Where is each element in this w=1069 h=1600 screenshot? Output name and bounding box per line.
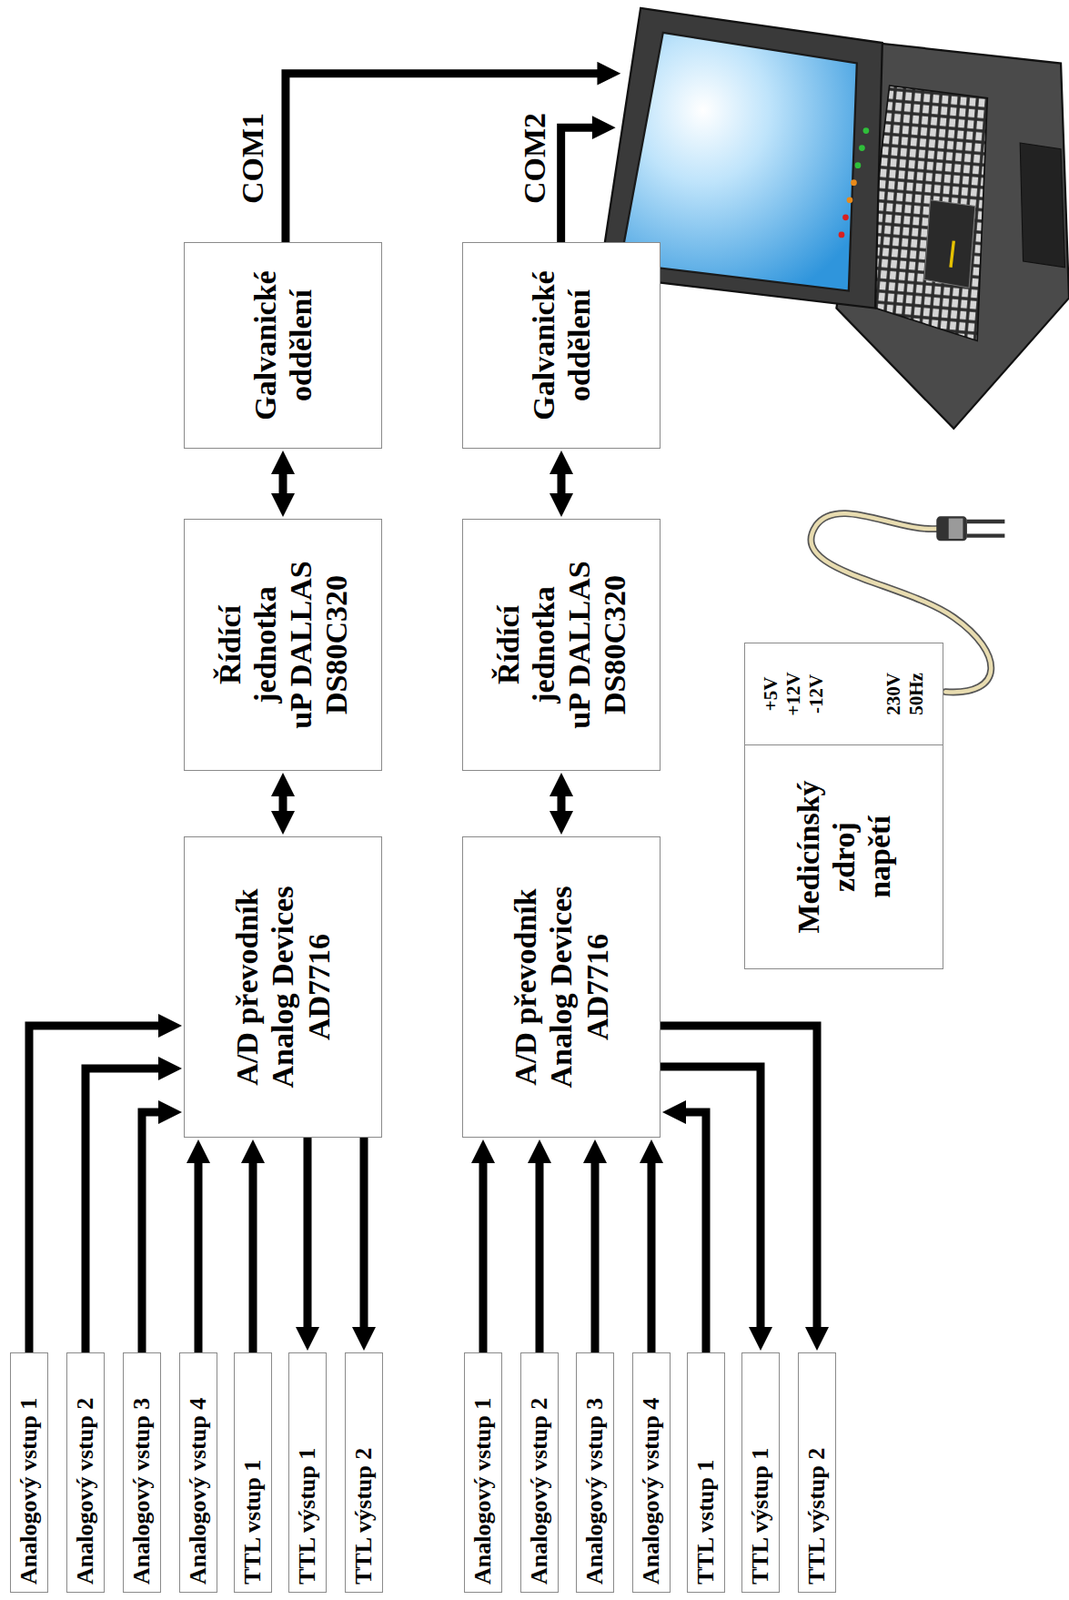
box-text: 230V 50Hz <box>882 672 928 716</box>
io-label: Analogový vstup 1 <box>10 1351 49 1593</box>
floppy-slot <box>1019 142 1065 268</box>
com-line <box>285 73 609 256</box>
converter-box: A/D převodník Analog Devices AD7716 <box>462 836 661 1138</box>
io-label: TTL vstup 1 <box>686 1351 726 1593</box>
connector-arrow <box>647 1150 656 1352</box>
signal-text: Analogový vstup 1 <box>469 1397 497 1584</box>
converter-box: A/D převodník Analog Devices AD7716 <box>183 836 383 1138</box>
io-label: Analogový vstup 4 <box>632 1351 671 1593</box>
status-led <box>863 127 870 134</box>
status-led <box>855 161 862 169</box>
connector-arrow <box>279 784 288 823</box>
voltage-cell: +5V +12V -12V 230V 50Hz <box>744 642 944 746</box>
signal-text: Analogový vstup 4 <box>184 1397 212 1584</box>
signal-text: TTL vstup 1 <box>692 1459 720 1584</box>
box-text: Galvanické oddělení <box>525 270 597 420</box>
touchpad-led <box>950 241 954 268</box>
signal-text: TTL vstup 1 <box>239 1459 267 1584</box>
connector-arrow <box>141 1111 171 1352</box>
isolation-box: Galvanické oddělení <box>462 242 661 449</box>
io-label: TTL výstup 1 <box>741 1351 780 1593</box>
laptop-illustration <box>599 8 1069 429</box>
plug-body <box>936 515 968 541</box>
box-text: Galvanické oddělení <box>247 270 319 420</box>
status-led <box>842 213 849 221</box>
box-text: A/D převodník Analog Devices AD7716 <box>229 886 336 1089</box>
touchpad <box>924 200 976 288</box>
power-supply-box: Medicínský zdroj napětí <box>744 744 944 969</box>
io-label: Analogový vstup 1 <box>463 1351 503 1593</box>
plug-body <box>948 518 964 539</box>
io-label: TTL vstup 1 <box>233 1351 273 1593</box>
plug-prong <box>967 519 1005 524</box>
connector-arrow <box>660 1025 817 1339</box>
io-label: TTL výstup 2 <box>797 1351 837 1593</box>
connector-arrow <box>303 1137 313 1339</box>
status-led <box>850 179 858 186</box>
io-label: TTL výstup 2 <box>344 1351 384 1593</box>
com-line <box>561 127 605 255</box>
port-label: COM2 <box>516 112 553 204</box>
connector-arrow <box>479 1150 488 1352</box>
connector-arrow <box>660 1066 761 1339</box>
box-text: +5V +12V -12V <box>759 671 829 716</box>
signal-text: TTL výstup 1 <box>293 1447 322 1584</box>
io-label: Analogový vstup 3 <box>122 1351 162 1593</box>
connector-arrow <box>591 1150 600 1352</box>
signal-text: Analogový vstup 1 <box>15 1397 43 1584</box>
plug-prong <box>967 533 1005 537</box>
connector-arrow <box>674 1111 706 1352</box>
box-text: Řídící jednotka uP DALLAS DS80C320 <box>490 560 633 728</box>
signal-text: TTL výstup 1 <box>746 1447 775 1584</box>
status-led <box>847 196 854 203</box>
io-label: Analogový vstup 2 <box>520 1351 559 1593</box>
signal-text: Analogový vstup 3 <box>128 1397 156 1584</box>
signal-text: Analogový vstup 3 <box>581 1397 609 1584</box>
status-led <box>858 144 866 152</box>
port-label: COM1 <box>234 112 271 204</box>
connector-arrow <box>194 1150 203 1352</box>
io-label: TTL výstup 1 <box>288 1351 327 1593</box>
signal-text: TTL výstup 2 <box>350 1447 378 1584</box>
connector-arrow <box>279 462 288 505</box>
isolation-box: Galvanické oddělení <box>183 242 383 449</box>
io-label: Analogový vstup 2 <box>66 1351 105 1593</box>
connector-arrow <box>557 462 566 505</box>
keyboard <box>863 85 989 341</box>
connector-arrow <box>360 1137 369 1339</box>
signal-text: Analogový vstup 2 <box>71 1397 100 1584</box>
connector-arrow <box>249 1150 258 1352</box>
signal-text: Analogový vstup 2 <box>525 1397 554 1584</box>
box-text: A/D převodník Analog Devices AD7716 <box>507 886 615 1089</box>
io-label: Analogový vstup 4 <box>179 1351 218 1593</box>
box-text: Medicínský zdroj napětí <box>790 779 898 933</box>
connector-arrow <box>29 1025 171 1352</box>
io-label: Analogový vstup 3 <box>575 1351 615 1593</box>
connector-arrow <box>85 1068 171 1352</box>
control-unit-box: Řídící jednotka uP DALLAS DS80C320 <box>462 518 661 771</box>
signal-text: Analogový vstup 4 <box>637 1397 666 1584</box>
control-unit-box: Řídící jednotka uP DALLAS DS80C320 <box>183 518 383 771</box>
box-text: Řídící jednotka uP DALLAS DS80C320 <box>211 560 354 728</box>
connector-arrow <box>535 1150 545 1352</box>
signal-text: TTL výstup 2 <box>803 1447 831 1584</box>
status-led <box>838 231 846 239</box>
connector-arrow <box>557 784 566 823</box>
